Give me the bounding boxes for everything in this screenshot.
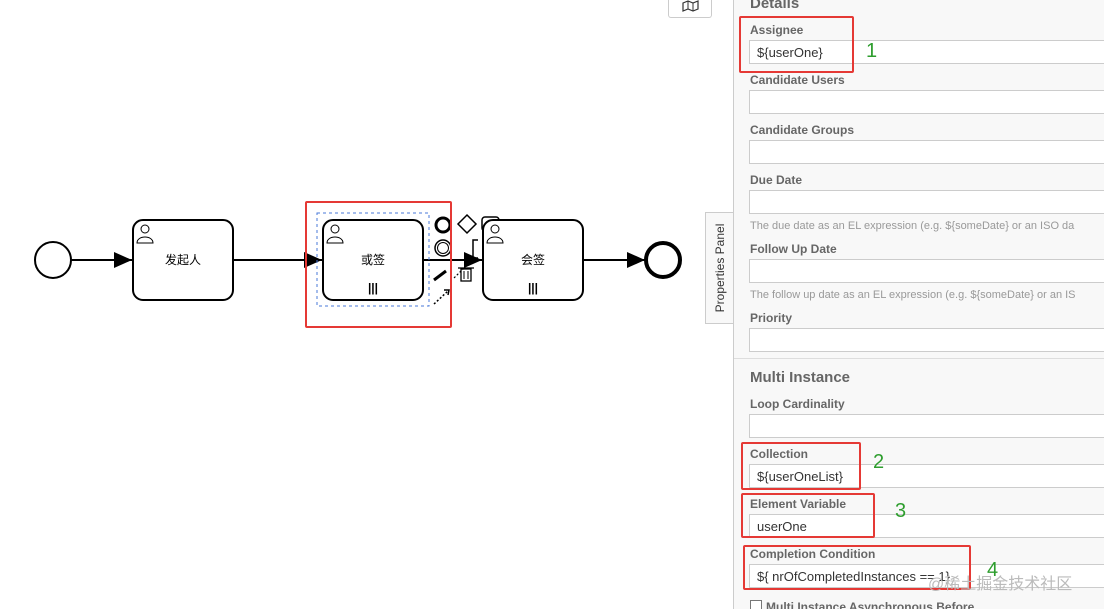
end-event[interactable] (644, 241, 682, 279)
follow-up-date-hint: The follow up date as an EL expression (… (750, 289, 1076, 301)
due-date-hint: The due date as an EL expression (e.g. $… (750, 220, 1075, 232)
user-icon (326, 224, 344, 244)
loop-cardinality-label: Loop Cardinality (750, 397, 845, 411)
assignee-input[interactable]: ${userOne} (749, 40, 1104, 64)
completion-condition-input[interactable]: ${ nrOfCompletedInstances == 1} (749, 564, 1104, 588)
task-label: 或签 (361, 252, 385, 267)
annotation-number-3: 3 (895, 500, 907, 522)
delete-icon[interactable] (458, 267, 474, 282)
collection-label: Collection (750, 447, 809, 461)
assignee-label: Assignee (750, 23, 804, 37)
priority-label: Priority (750, 311, 793, 325)
annotation-number-2: 2 (873, 451, 885, 473)
bpmn-canvas[interactable]: 发起人 或签 ||| (0, 0, 733, 609)
due-date-input[interactable] (749, 190, 1104, 214)
task-label: 发起人 (165, 252, 201, 267)
due-date-label: Due Date (750, 173, 803, 187)
async-before-checkbox[interactable]: Multi Instance Asynchronous Before (750, 600, 974, 609)
wrench-icon[interactable] (433, 269, 447, 282)
completion-condition-label: Completion Condition (750, 547, 876, 561)
follow-up-date-label: Follow Up Date (750, 242, 837, 256)
element-variable-input[interactable]: userOne (749, 514, 1104, 538)
highlight-box-element-variable (741, 493, 875, 538)
follow-up-date-input[interactable] (749, 259, 1104, 283)
minimap-toggle-button[interactable] (668, 0, 712, 18)
annotation-number-1: 1 (866, 40, 878, 62)
highlight-box-completion (743, 545, 971, 590)
watermark: @稀土掘金技术社区 (928, 576, 1073, 593)
map-icon (682, 0, 699, 12)
text-annotation-tool-icon[interactable] (472, 239, 478, 259)
collection-input[interactable]: ${userOneList} (749, 464, 1104, 488)
candidate-groups-input[interactable] (749, 140, 1104, 164)
highlight-box-task (305, 201, 452, 328)
candidate-users-label: Candidate Users (750, 73, 845, 87)
user-task-or-sign[interactable]: 或签 ||| (316, 212, 430, 307)
details-group-title: Details (750, 0, 800, 12)
annotation-number-4: 4 (987, 559, 999, 581)
parallel-multi-instance-marker: ||| (528, 281, 538, 295)
properties-panel-toggle[interactable]: Properties Panel (705, 212, 733, 324)
task-label: 会签 (521, 252, 545, 267)
gateway-tool-icon[interactable] (456, 213, 478, 235)
user-icon (486, 224, 504, 244)
properties-panel: Details Assignee ${userOne} Candidate Us… (733, 0, 1104, 609)
connect-tool-icon[interactable] (433, 290, 449, 305)
highlight-box-assignee (739, 16, 854, 73)
bpmn-diagram: 发起人 或签 ||| (34, 212, 682, 307)
group-separator (734, 358, 1104, 359)
element-variable-label: Element Variable (750, 497, 847, 511)
multi-instance-group-title: Multi Instance (750, 369, 851, 386)
candidate-groups-label: Candidate Groups (750, 123, 855, 137)
properties-panel-tab-label: Properties Panel (712, 223, 727, 313)
start-event[interactable] (34, 241, 72, 279)
user-task-initiator[interactable]: 发起人 (132, 219, 234, 301)
candidate-users-input[interactable] (749, 90, 1104, 114)
checkbox-icon[interactable] (750, 600, 762, 609)
selection-outline (316, 212, 430, 307)
user-task-counter-sign[interactable]: 会签 ||| (482, 219, 584, 301)
highlight-box-collection (741, 442, 861, 490)
user-icon (136, 224, 154, 244)
loop-cardinality-input[interactable] (749, 414, 1104, 438)
parallel-multi-instance-marker: ||| (368, 281, 378, 295)
async-before-label: Multi Instance Asynchronous Before (766, 600, 975, 609)
priority-input[interactable] (749, 328, 1104, 352)
